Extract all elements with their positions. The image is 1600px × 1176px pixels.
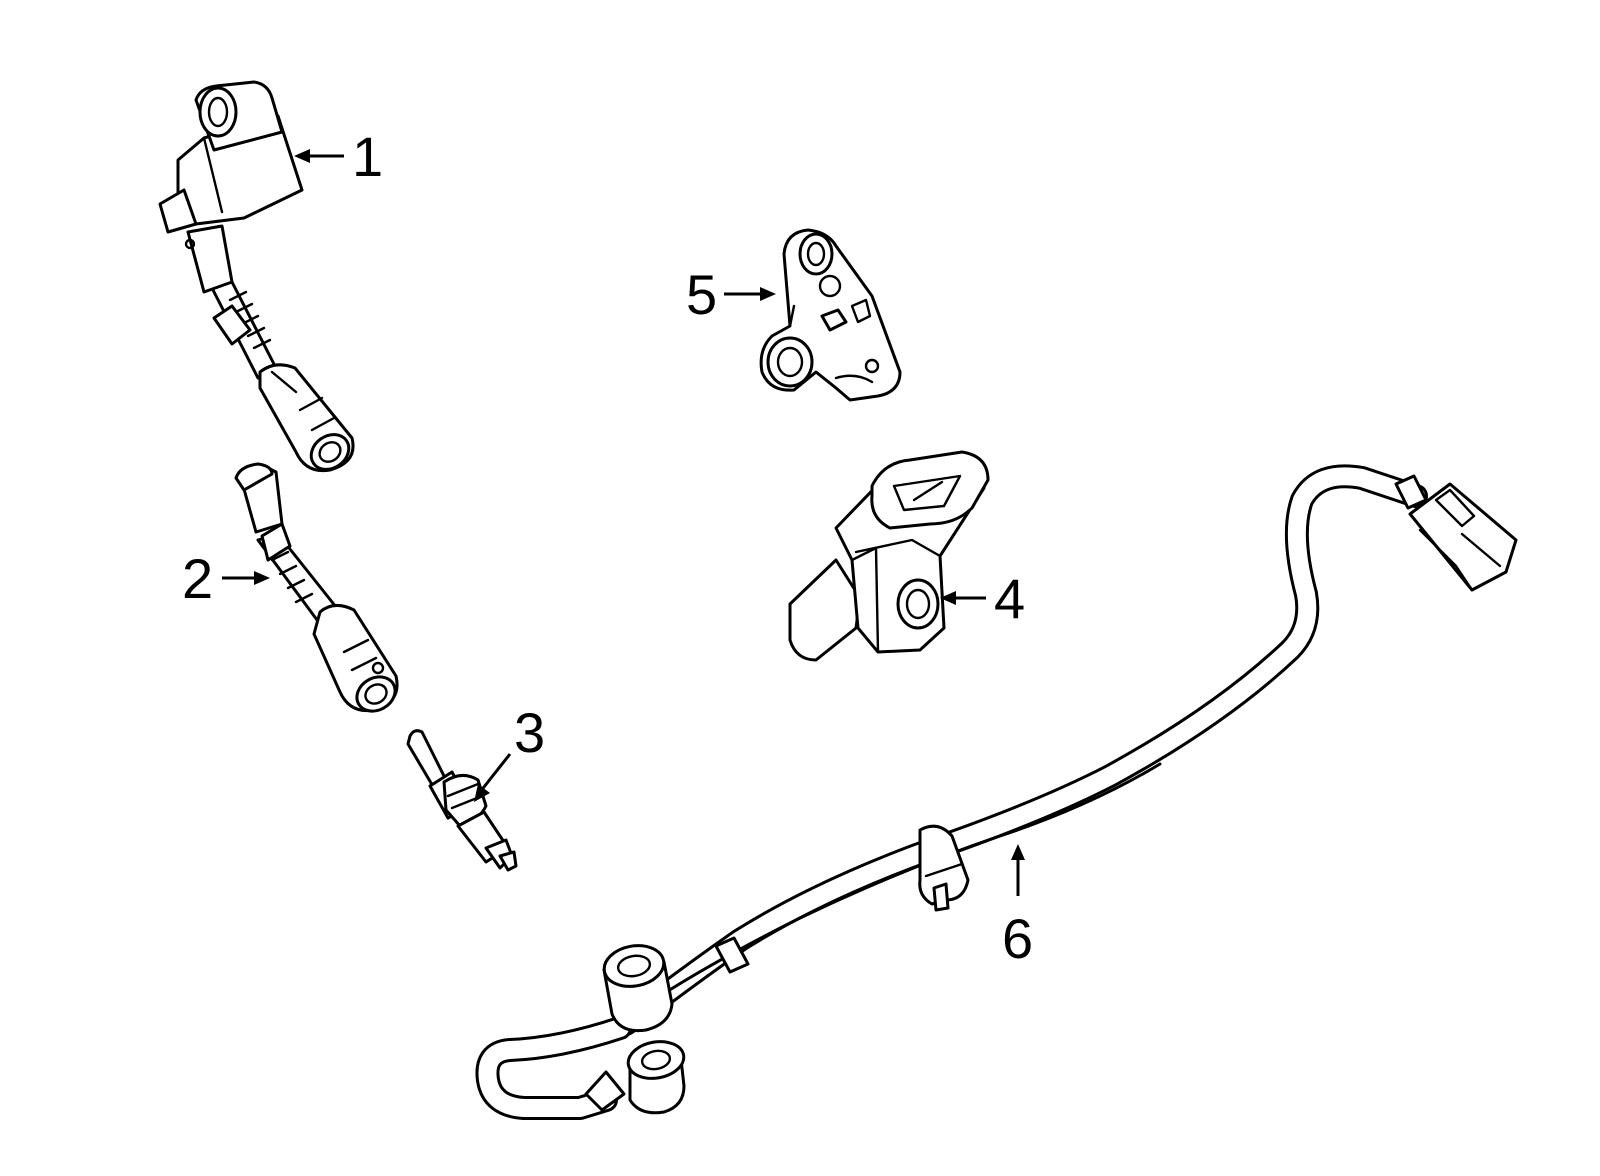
callout-4: 4 (940, 567, 1025, 630)
callout-6-label: 6 (1002, 907, 1033, 970)
callout-5-label: 5 (686, 263, 717, 326)
crankshaft-position-sensor[interactable] (788, 450, 990, 662)
callout-6: 6 (1002, 844, 1033, 970)
coil-boot[interactable] (234, 462, 401, 718)
ignition-coil[interactable] (158, 80, 356, 477)
callout-4-label: 4 (994, 567, 1025, 630)
callout-3-label: 3 (514, 701, 545, 764)
callout-2-label: 2 (182, 547, 213, 610)
camshaft-position-sensor[interactable] (759, 228, 902, 402)
callout-1-label: 1 (352, 125, 383, 188)
callout-1: 1 (294, 125, 383, 188)
callout-3: 3 (474, 701, 545, 802)
callout-2: 2 (182, 547, 270, 610)
spark-plug[interactable] (406, 729, 518, 872)
callout-5: 5 (686, 263, 776, 326)
knock-sensor-harness[interactable] (475, 464, 1518, 1120)
